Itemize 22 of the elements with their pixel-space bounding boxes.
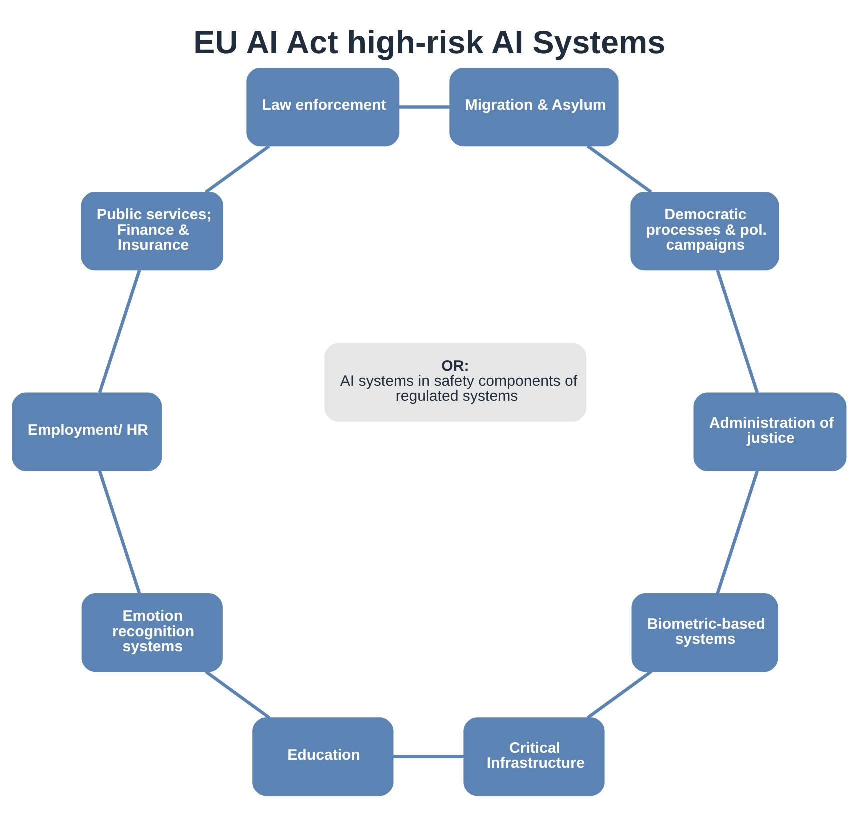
node-box: Employment/ HR xyxy=(12,392,162,472)
node-box: Critical Infrastructure xyxy=(464,718,605,796)
node-box: Administration of justice xyxy=(694,392,847,472)
connector xyxy=(399,106,450,109)
node-box: Biometric-based systems xyxy=(632,594,778,672)
node-box: Democratic processes & pol. campaigns xyxy=(630,192,780,271)
node-box: Public services; Finance & Insurance xyxy=(81,192,224,271)
connector xyxy=(205,144,270,194)
connector xyxy=(586,670,652,720)
diagram-title: EU AI Act high-risk AI Systems xyxy=(194,24,666,60)
connector xyxy=(205,670,271,720)
node-box: Education xyxy=(252,718,394,796)
node-box: Migration & Asylum xyxy=(450,68,619,147)
connector xyxy=(98,270,142,394)
node-box: Emotion recognition systems xyxy=(82,594,223,672)
connector xyxy=(716,270,760,394)
connector xyxy=(716,470,760,594)
connector xyxy=(394,755,464,759)
node-box: OR: AI systems in safety components of regulated systems xyxy=(324,343,587,422)
node-box: Law enforcement xyxy=(246,68,400,147)
connector xyxy=(98,470,142,594)
connector xyxy=(586,144,652,194)
